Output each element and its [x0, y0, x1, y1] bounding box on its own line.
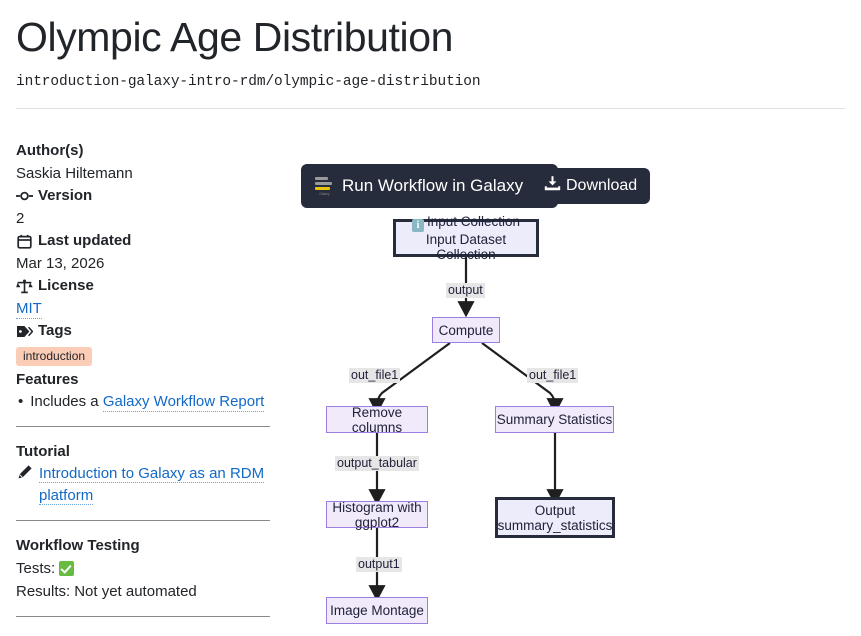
results-row: Results: Not yet automated	[16, 580, 278, 603]
sidebar-divider-2	[16, 520, 270, 521]
workflow-node-output[interactable]: Output summary_statistics	[495, 497, 615, 538]
tags-label: Tags	[16, 320, 278, 342]
image-montage-label: Image Montage	[330, 603, 424, 618]
run-workflow-label: Run Workflow in Galaxy	[342, 176, 524, 195]
summary-statistics-label: Summary Statistics	[496, 412, 613, 427]
edge-label-output-tabular: output_tabular	[335, 456, 419, 471]
pencil-icon	[16, 463, 33, 480]
compute-node-label: Compute	[438, 322, 494, 338]
tags-label-text: Tags	[38, 322, 72, 339]
galaxy-logo-icon: Galaxy	[315, 176, 334, 197]
tutorial-label: Tutorial	[16, 443, 70, 460]
tutorial-item: Introduction to Galaxy as an RDM platfor…	[16, 463, 278, 507]
workflow-node-remove-columns[interactable]: Remove columns	[326, 404, 428, 435]
histogram-label: Histogram with ggplot2	[332, 499, 422, 530]
tutorial-link[interactable]: Introduction to Galaxy as an RDM platfor…	[39, 465, 265, 505]
last-updated-value: Mar 13, 2026	[16, 255, 105, 272]
last-updated-label: Last updated	[16, 230, 278, 252]
run-workflow-button[interactable]: Galaxy Run Workflow in Galaxy	[301, 164, 559, 208]
calendar-icon	[16, 233, 33, 250]
scale-icon	[16, 278, 33, 295]
input-node-line2: Input Dataset Collection	[425, 232, 507, 262]
page-slug: introduction-galaxy-intro-rdm/olympic-ag…	[16, 74, 481, 90]
bullet-icon: •	[18, 393, 24, 410]
workflow-node-histogram[interactable]: Histogram with ggplot2	[326, 499, 428, 530]
feature-item: • Includes a Galaxy Workflow Report	[16, 391, 278, 413]
remove-columns-label: Remove columns	[351, 404, 403, 435]
workflow-testing-label: Workflow Testing	[16, 537, 140, 554]
galaxy-workflow-report-link[interactable]: Galaxy Workflow Report	[102, 393, 265, 412]
author-label: Author(s)	[16, 140, 278, 162]
tests-row: Tests:	[16, 557, 278, 580]
results-value: Not yet automated	[74, 583, 197, 600]
features-label: Features	[16, 371, 79, 388]
input-node-line1: Input Collection	[426, 214, 521, 229]
workflow-node-summary-statistics[interactable]: Summary Statistics	[495, 406, 614, 433]
tag-list: introduction	[16, 342, 278, 366]
download-label: Download	[566, 177, 638, 194]
green-check-icon	[59, 561, 75, 576]
last-updated-label-text: Last updated	[38, 232, 132, 249]
edge-label-output1: output1	[356, 557, 402, 572]
license-label: License	[16, 275, 278, 297]
author-value: Saskia Hiltemann	[16, 165, 133, 182]
output-node-line1: Output	[534, 502, 576, 518]
edge-label-output: output	[446, 283, 485, 298]
workflow-node-compute[interactable]: Compute	[432, 317, 500, 343]
info-icon: i	[411, 219, 424, 232]
license-link[interactable]: MIT	[16, 300, 42, 319]
version-label-text: Version	[38, 187, 93, 204]
edge-label-out-file1-right: out_file1	[527, 368, 579, 383]
page-title: Olympic Age Distribution	[16, 14, 454, 60]
tag-badge[interactable]: introduction	[16, 347, 93, 366]
license-label-text: License	[38, 277, 94, 294]
author-label-text: Author(s)	[16, 142, 84, 159]
tests-label: Tests:	[16, 560, 56, 577]
sidebar-divider-3	[16, 616, 270, 617]
feature-prefix: Includes a	[30, 393, 99, 410]
license-value: MIT	[16, 297, 278, 320]
download-icon	[544, 175, 561, 197]
workflow-node-image-montage[interactable]: Image Montage	[326, 597, 428, 624]
metadata-sidebar: Author(s) Saskia Hiltemann Version 2 Las…	[16, 140, 278, 630]
version-value: 2	[16, 210, 25, 227]
header-divider	[16, 108, 845, 109]
tag-icon	[16, 323, 33, 340]
output-node-line2: summary_statistics	[497, 517, 613, 533]
download-button[interactable]: Download	[531, 168, 651, 204]
version-label: Version	[16, 185, 278, 207]
results-label: Results:	[16, 583, 71, 600]
edge-label-out-file1-left: out_file1	[349, 368, 401, 383]
sidebar-divider-1	[16, 426, 270, 427]
commit-icon	[16, 188, 33, 205]
